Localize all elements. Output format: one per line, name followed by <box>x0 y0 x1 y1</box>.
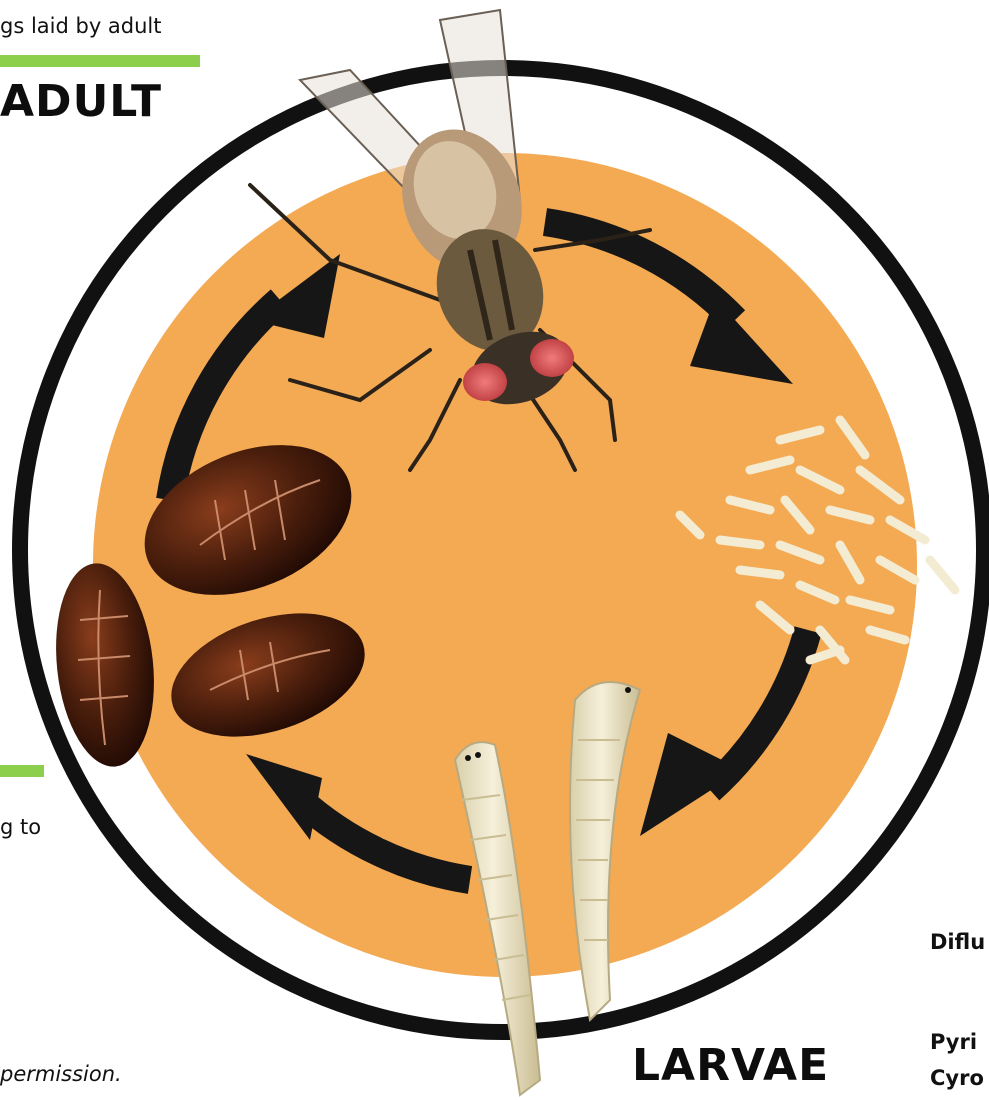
left-caption: g to <box>0 815 41 839</box>
accent-bar-top <box>0 55 200 67</box>
drug-label-2: Pyri <box>930 1030 977 1054</box>
accent-bar-left <box>0 765 44 777</box>
larvae-heading: LARVAE <box>632 1040 829 1091</box>
drug-label-1: Diflu <box>930 930 985 954</box>
adult-heading: ADULT <box>0 76 162 127</box>
eggs-caption: gs laid by adult <box>0 14 162 38</box>
drug-label-3: Cyro <box>930 1066 984 1090</box>
permission-note: permission. <box>0 1062 122 1086</box>
